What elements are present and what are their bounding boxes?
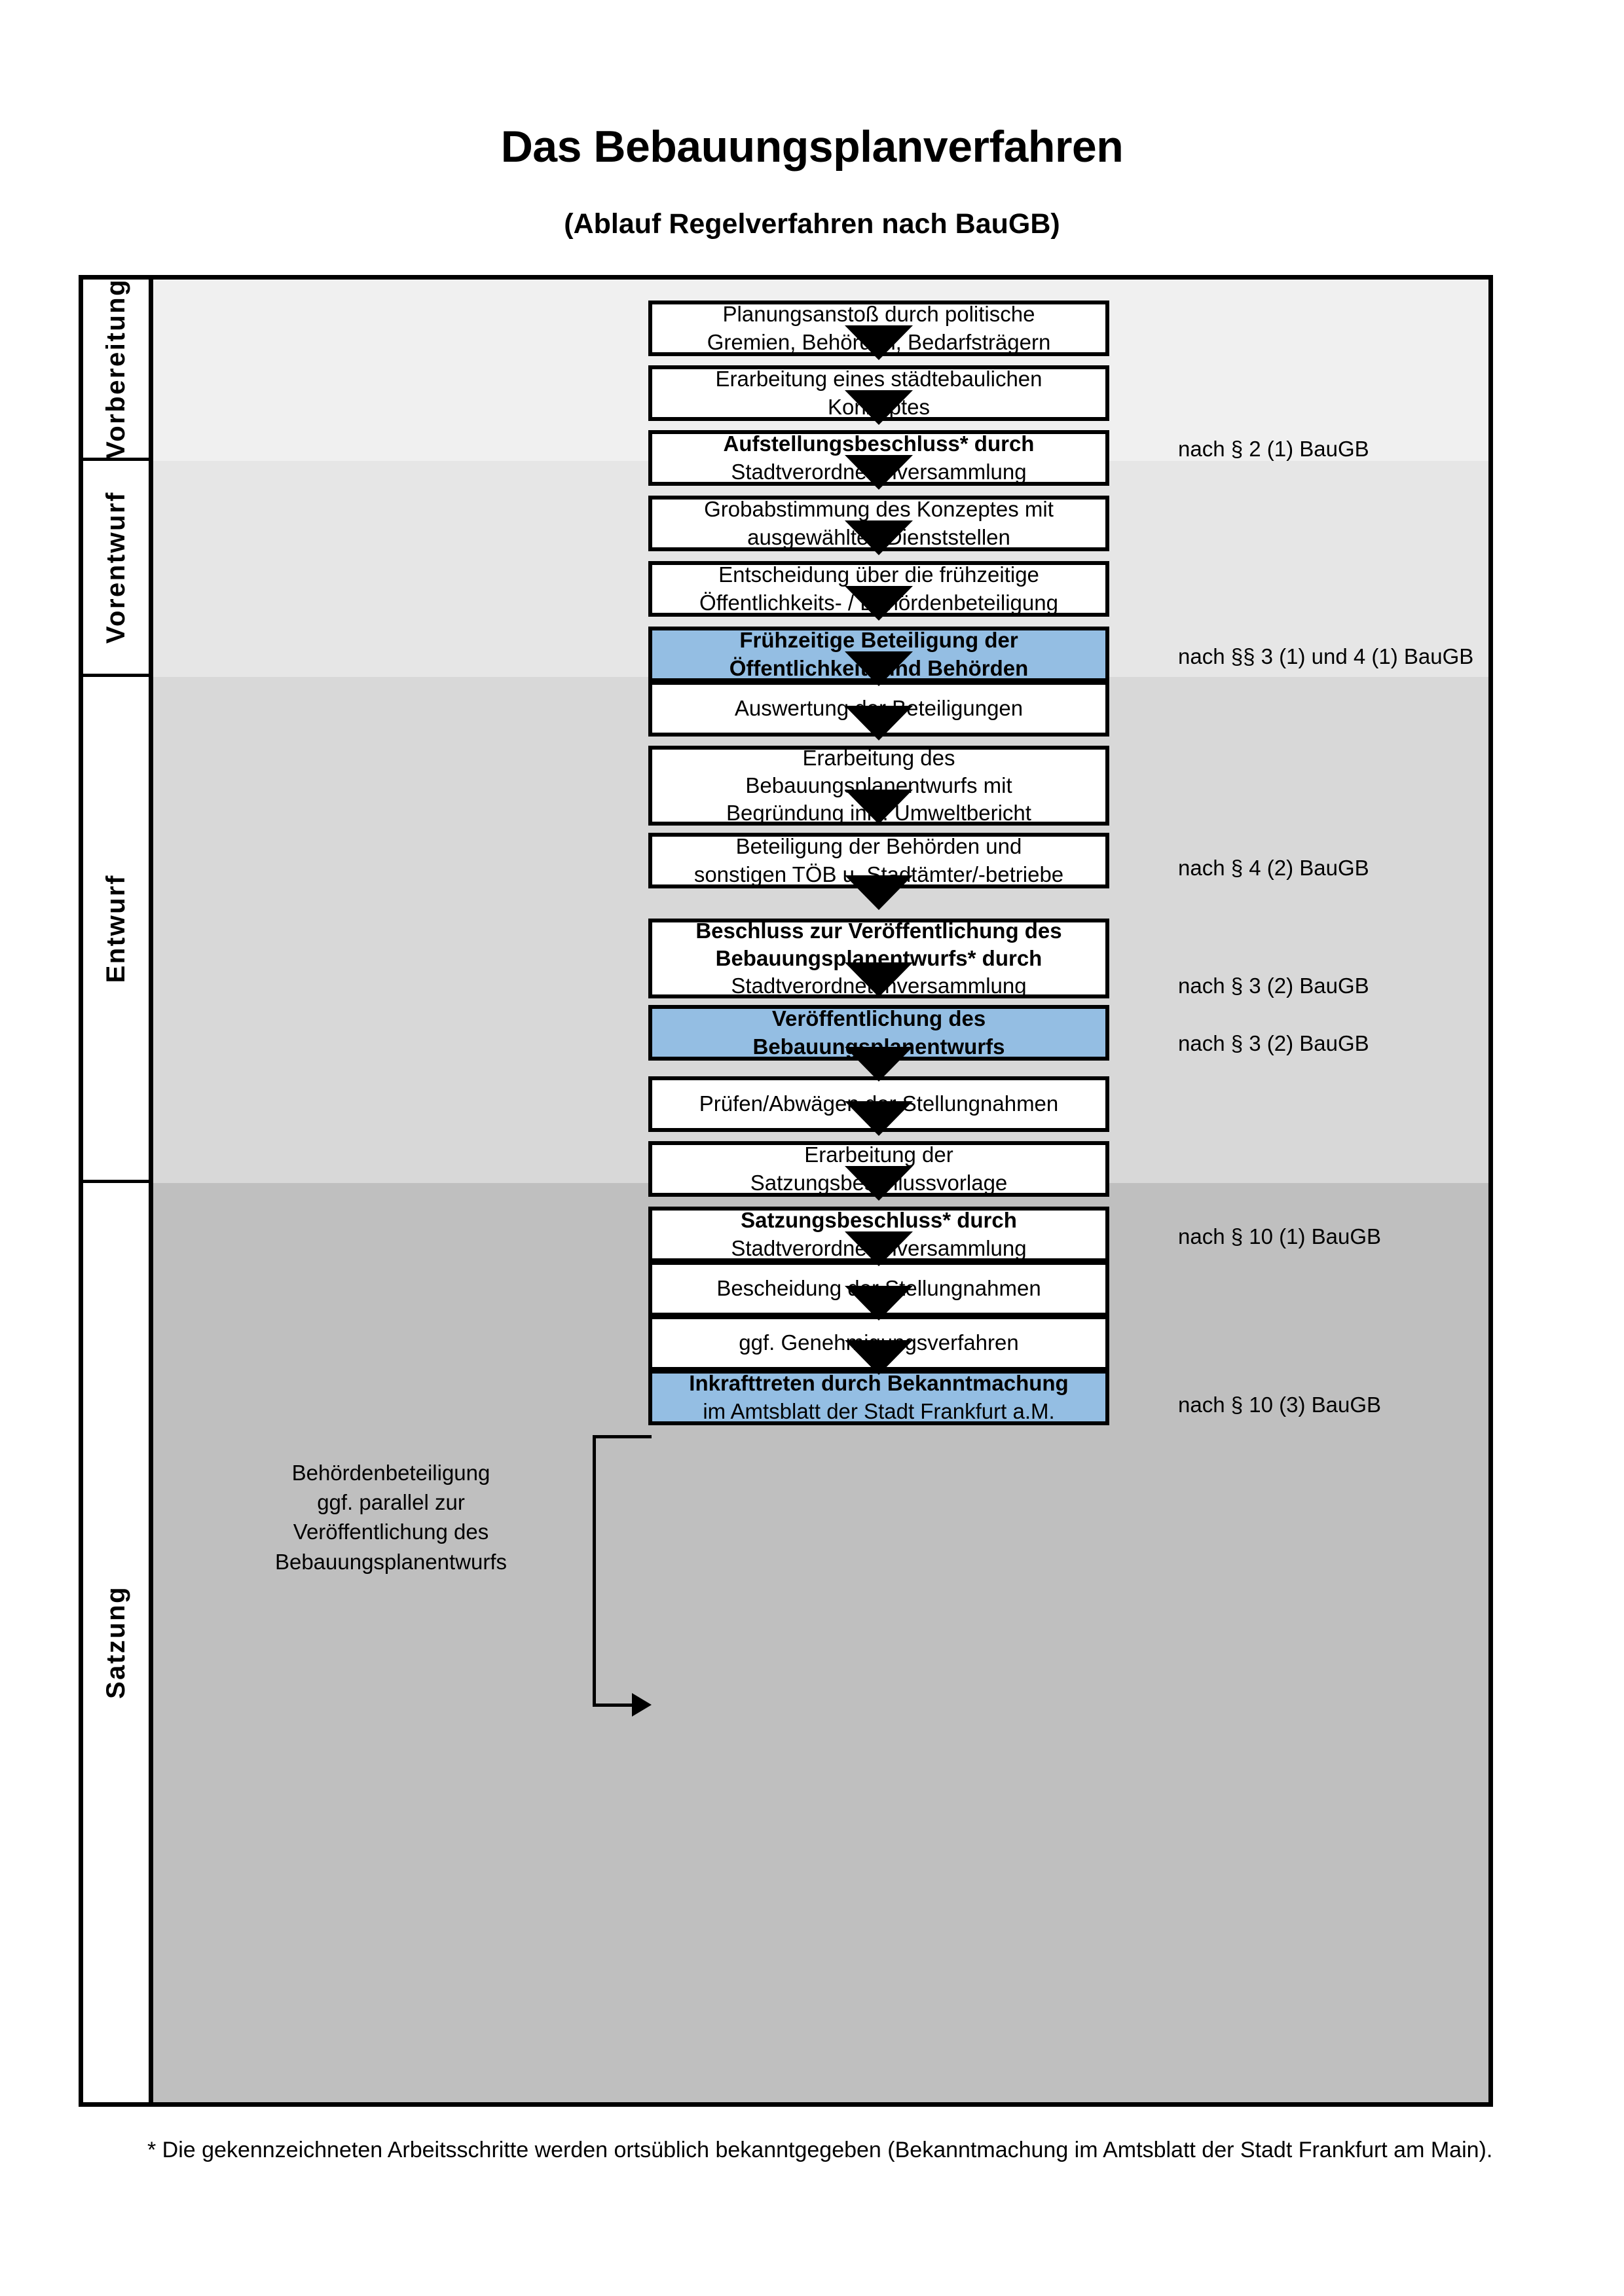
flow-arrow — [845, 390, 913, 425]
step-line-bold: Satzungsbeschluss* durch — [741, 1208, 1017, 1233]
flow-arrow — [845, 325, 913, 360]
flow-arrow — [845, 651, 913, 686]
step-line: Erarbeitung eines städtebaulichen — [715, 367, 1043, 392]
flowchart-frame: Vorbereitung Vorentwurf Entwurf Satzung … — [79, 275, 1493, 2107]
law-reference-par3-2-veroeffentlichung: nach § 3 (2) BauGB — [1178, 1031, 1369, 1055]
phase-label-vorbereitung: Vorbereitung — [83, 278, 149, 461]
page-title: Das Bebauungsplanverfahren — [500, 122, 1124, 172]
step-line: Planungsanstoß durch politische — [722, 302, 1035, 327]
step-line: Frühzeitige Beteiligung der — [729, 627, 1029, 654]
page-subtitle: (Ablauf Regelverfahren nach BauGB) — [564, 208, 1060, 240]
phase-label-text: Vorentwurf — [101, 490, 130, 644]
side-note-line: Bebauungsplanentwurfs — [274, 1549, 507, 1574]
law-reference-par10-3: nach § 10 (3) BauGB — [1178, 1393, 1382, 1417]
step-line-bold: Frühzeitige Beteiligung der — [739, 628, 1018, 653]
step-line-bold: Aufstellungsbeschluss* durch — [723, 431, 1035, 456]
bracket-connector-vertical — [593, 1435, 596, 1707]
flow-arrow — [845, 1166, 913, 1201]
step-line: Veröffentlichung des — [752, 1005, 1005, 1032]
flow-arrow — [845, 1340, 913, 1375]
footnote-text: * Die gekennzeichneten Arbeitsschritte w… — [147, 2138, 1493, 2162]
flow-arrow — [845, 1231, 913, 1266]
law-reference-par10-1: nach § 10 (1) BauGB — [1178, 1224, 1382, 1248]
phase-label-text: Vorbereitung — [101, 278, 130, 459]
label-column-divider — [149, 280, 153, 2102]
step-line: Erarbeitung des — [802, 745, 955, 770]
flow-arrow — [845, 875, 913, 910]
phase-label-entwurf: Entwurf — [83, 677, 149, 1183]
law-reference-par3-2-beschluss: nach § 3 (2) BauGB — [1178, 974, 1369, 998]
bracket-connector-top — [593, 1435, 652, 1438]
law-reference-par3-1-par4-1: nach §§ 3 (1) und 4 (1) BauGB — [1178, 644, 1474, 668]
phase-label-satzung: Satzung — [83, 1183, 149, 2102]
flow-arrow — [845, 1101, 913, 1136]
step-line-bold: Inkrafttreten durch Bekanntmachung — [689, 1371, 1069, 1396]
step-line: Beteiligung der Behörden und — [735, 834, 1022, 859]
step-line: Beschluss zur Veröffentlichung des — [695, 917, 1061, 945]
step-line-bold: Beschluss zur Veröffentlichung des — [695, 918, 1062, 943]
law-reference-par4-2: nach § 4 (2) BauGB — [1178, 856, 1369, 880]
side-note-line: Behördenbeteiligung — [291, 1461, 490, 1485]
step-line: Satzungsbeschluss* durch — [731, 1207, 1026, 1234]
flow-arrow — [845, 520, 913, 555]
flow-arrow — [845, 1047, 913, 1082]
flow-arrow — [845, 455, 913, 490]
step-line: Grobabstimmung des Konzeptes mit — [704, 497, 1054, 522]
side-note-line: ggf. parallel zur — [317, 1490, 465, 1515]
step-line: Entscheidung über die frühzeitige — [718, 562, 1039, 587]
step-box-beteiligung-behoerden[interactable]: Beteiligung der Behörden und sonstigen T… — [648, 833, 1109, 888]
step-line: Inkrafttreten durch Bekanntmachung — [689, 1370, 1068, 1397]
step-line-bold: Veröffentlichung des — [771, 1006, 986, 1031]
step-line: Erarbeitung der — [804, 1142, 953, 1167]
step-line: im Amtsblatt der Stadt Frankfurt a.M. — [703, 1398, 1055, 1423]
side-note-line: Veröffentlichung des — [293, 1520, 489, 1544]
phase-label-vorentwurf: Vorentwurf — [83, 461, 149, 677]
phase-label-text: Entwurf — [101, 873, 130, 983]
flow-arrow — [845, 706, 913, 740]
flow-arrow — [845, 1286, 913, 1321]
flow-arrow — [845, 790, 913, 824]
phase-label-text: Satzung — [101, 1586, 130, 1700]
side-note-behoerdenbeteiligung: Behördenbeteiligung ggf. parallel zur Ve… — [240, 1458, 542, 1576]
law-reference-par2-1: nach § 2 (1) BauGB — [1178, 437, 1369, 461]
step-box-inkrafttreten[interactable]: Inkrafttreten durch Bekanntmachung im Am… — [648, 1370, 1109, 1425]
flow-arrow — [845, 962, 913, 997]
step-box-entscheidung-fruehzeitig[interactable]: Entscheidung über die frühzeitige Öffent… — [648, 561, 1109, 617]
flow-arrow — [845, 586, 913, 621]
bracket-arrowhead-icon — [632, 1693, 652, 1717]
bracket-connector-bottom — [593, 1704, 633, 1707]
step-line: Aufstellungsbeschluss* durch — [724, 430, 1035, 458]
